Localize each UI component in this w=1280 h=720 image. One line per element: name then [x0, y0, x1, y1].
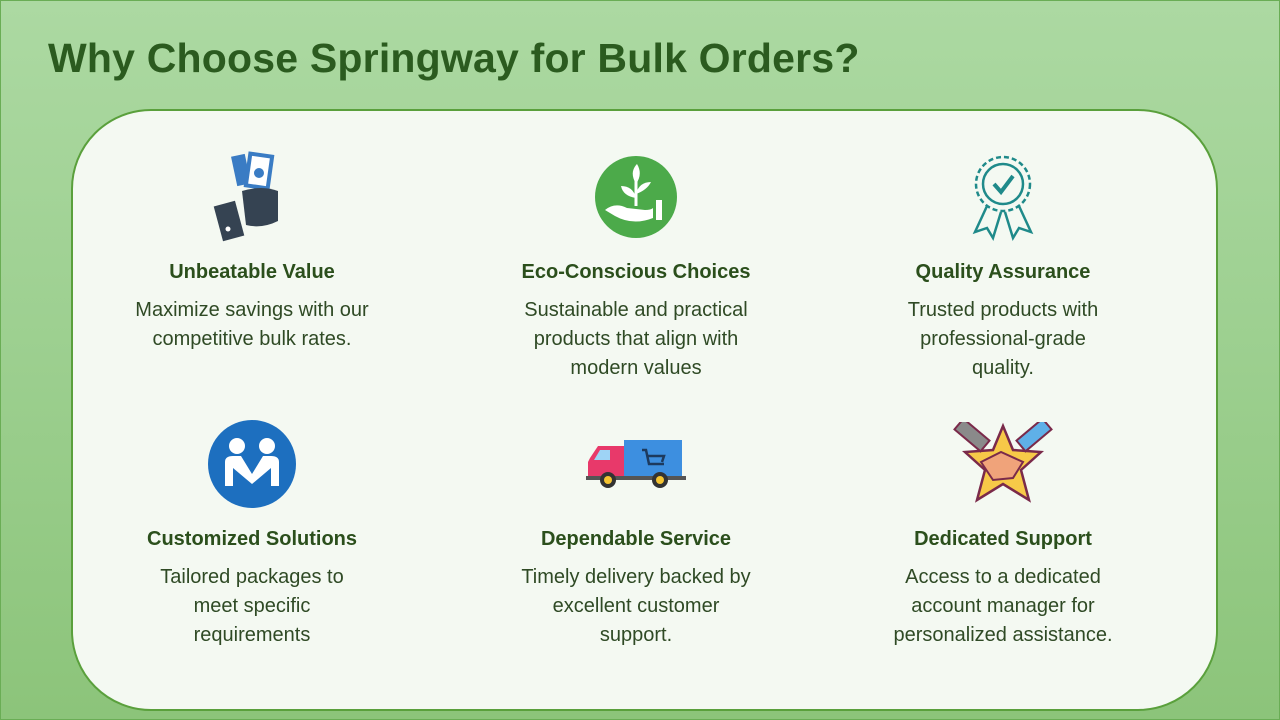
feature-title: Dedicated Support: [914, 528, 1092, 550]
delivery-truck-icon: [456, 416, 816, 512]
handshake-star-icon: [823, 416, 1183, 512]
money-hand-icon: [72, 149, 432, 245]
feature-card-customized-solutions: Customized Solutions Tailored packages t…: [72, 416, 432, 650]
feature-title: Unbeatable Value: [169, 261, 335, 283]
feature-title: Dependable Service: [540, 528, 732, 550]
plant-hand-icon: [456, 149, 816, 245]
handshake-people-icon: [72, 416, 432, 512]
feature-card-unbeatable-value: Unbeatable Value Maximize savings with o…: [72, 149, 432, 354]
feature-card-dependable-service: Dependable Service Timely delivery backe…: [456, 416, 816, 650]
feature-title: Quality Assurance: [915, 261, 1091, 283]
slide-title: Why Choose Springway for Bulk Orders?: [48, 35, 860, 81]
feature-title: Eco-Conscious Choices: [521, 261, 751, 283]
feature-card-eco-conscious: Eco-Conscious Choices Sustainable and pr…: [456, 149, 816, 383]
award-badge-icon: [823, 149, 1183, 245]
feature-title: Customized Solutions: [147, 528, 357, 550]
